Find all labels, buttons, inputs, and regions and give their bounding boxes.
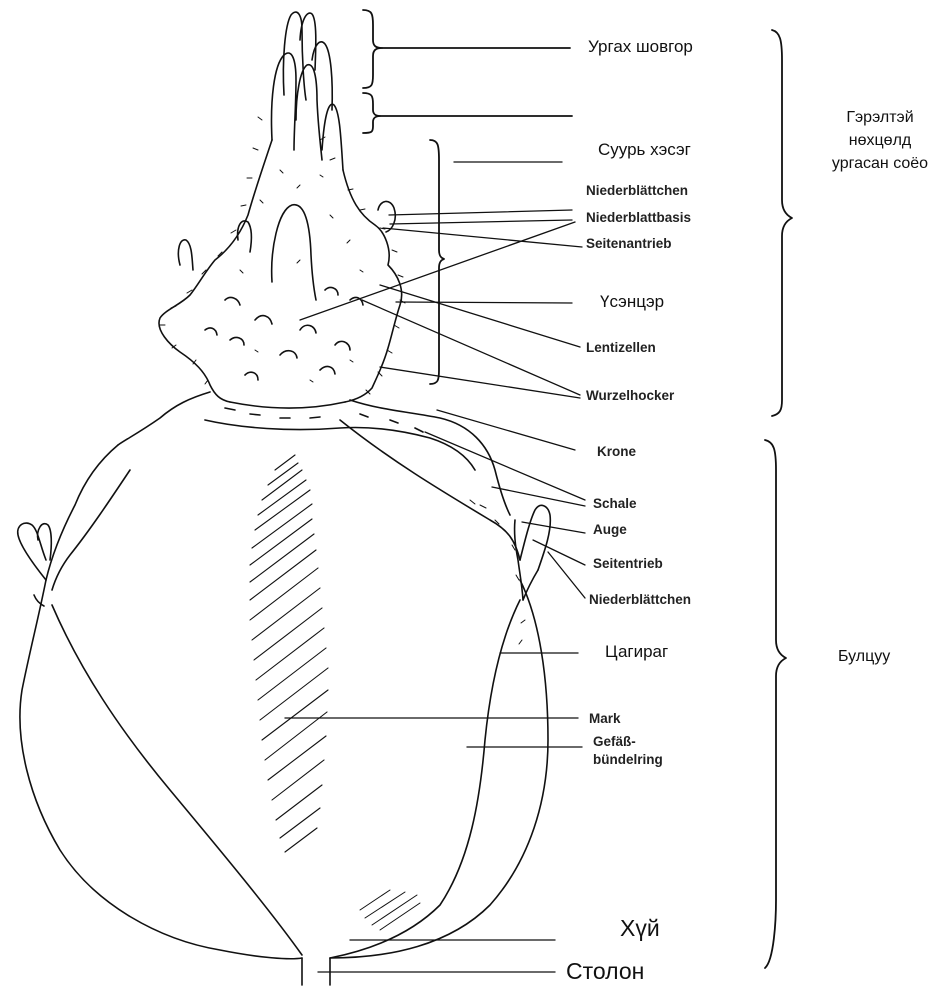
sprout-tip-drawing [272,12,344,170]
sprout-base-drawing [159,140,402,408]
label-gefass-line2: bündelring [593,752,663,767]
group-label-sprout: Гэрэлтэй нөхцөлд ургасан соёо [808,106,952,175]
pith-hatching [250,455,328,852]
label-usentser: Үсэнцэр [600,292,664,312]
group-sprout-line1: Гэрэлтэй [808,106,952,129]
group-sprout-line3: ургасан соёо [808,152,952,175]
label-tsagirag: Цагираг [605,642,668,662]
label-mark: Mark [589,711,621,726]
label-gefass-line1: Gefäß- [593,734,636,749]
group-label-tuber: Булцуу [838,645,890,668]
label-seitenantrieb: Seitenantrieb [586,236,672,251]
label-urgakh-shovgor: Ургах шовгор [588,37,693,57]
label-lentizellen: Lentizellen [586,340,656,355]
group-sprout-line2: нөхцөлд [808,129,952,152]
label-niederblattchen-top: Niederblättchen [586,183,688,198]
tuber-body-drawing [18,420,551,985]
leader-lines [285,162,585,972]
brackets [363,10,792,968]
label-niederblattchen-bottom: Niederblättchen [589,592,691,607]
label-seitentrieb: Seitentrieb [593,556,663,571]
label-auge: Auge [593,522,627,537]
label-khui: Хүй [620,915,660,942]
label-suuri-khesge: Суурь хэсэг [598,140,691,160]
label-wurzelhocker: Wurzelhocker [586,388,674,403]
label-niederblattbasis: Niederblattbasis [586,210,691,225]
skin-texture [360,500,525,930]
label-schale: Schale [593,496,637,511]
label-stolon: Столон [566,958,644,985]
label-krone: Krone [597,444,636,459]
